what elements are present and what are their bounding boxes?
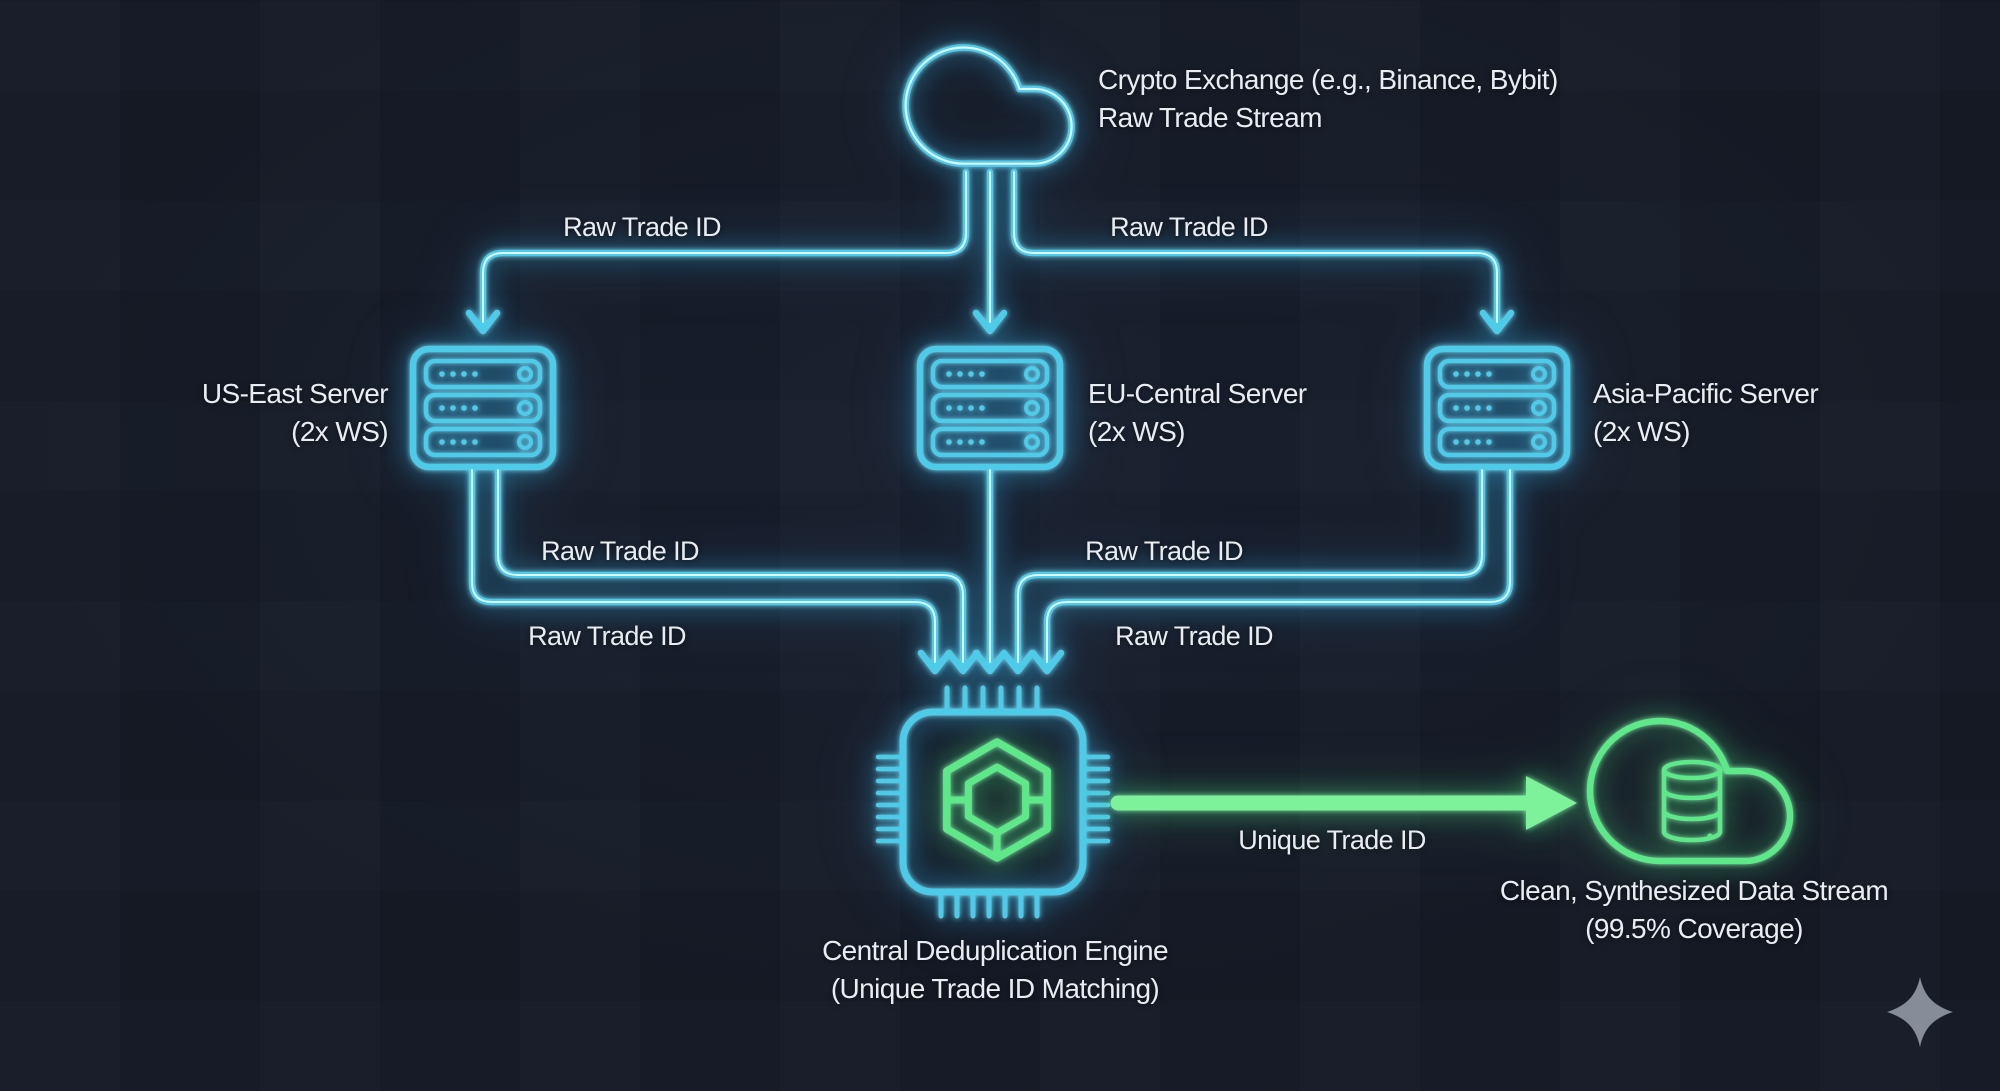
server-label-asia-pacific: Asia-Pacific Server (2x WS) [1593, 375, 1819, 451]
arrowhead-icon [465, 309, 501, 335]
server-name: EU-Central Server [1088, 378, 1307, 409]
edge-label-cloud-to-us: Raw Trade ID [563, 212, 721, 242]
output-label-line2: (99.5% Coverage) [1585, 913, 1803, 944]
output-cloud-icon [1586, 717, 1794, 865]
edge-label-asia-to-engine-upper: Raw Trade ID [1085, 536, 1243, 566]
source-cloud-icon [902, 44, 1075, 168]
edge-label-us-to-engine-upper: Raw Trade ID [541, 536, 699, 566]
arrowhead-icon [972, 309, 1008, 335]
server-capacity: (2x WS) [291, 416, 389, 447]
arrowhead-icon [917, 649, 953, 675]
server-icon-asia-pacific [1427, 349, 1567, 467]
server-name: US-East Server [201, 378, 389, 409]
edge-label-cloud-to-asia: Raw Trade ID [1110, 212, 1268, 242]
arrow-engine-to-output [1110, 776, 1577, 830]
arrowhead-icon [1029, 649, 1065, 675]
source-label-line2: Raw Trade Stream [1098, 102, 1322, 133]
arrowhead-icon [972, 649, 1008, 675]
arrow-cloud-to-us-east [465, 168, 970, 335]
engine-label-line1: Central Deduplication Engine [822, 935, 1168, 966]
edge-label-asia-to-engine-lower: Raw Trade ID [1115, 621, 1273, 651]
server-name: Asia-Pacific Server [1593, 378, 1819, 409]
output-label-line1: Clean, Synthesized Data Stream [1499, 875, 1889, 906]
edge-label-us-to-engine-lower: Raw Trade ID [528, 621, 686, 651]
engine-label-line2: (Unique Trade ID Matching) [830, 973, 1160, 1004]
green-elements [943, 717, 1794, 865]
arrowhead-icon [1479, 309, 1515, 335]
arrowhead-icon [945, 649, 981, 675]
server-icon-eu-central [920, 349, 1060, 467]
source-label-line1: Crypto Exchange (e.g., Binance, Bybit) [1098, 64, 1558, 95]
cpu-chip-icon [875, 685, 1111, 919]
server-icon-us-east [413, 349, 553, 467]
database-icon [1661, 759, 1723, 843]
arrow-cloud-to-asia-pacific [1010, 168, 1515, 335]
arrowhead-icon [1000, 649, 1036, 675]
output-label: Clean, Synthesized Data Stream (99.5% Co… [1499, 872, 1889, 948]
server-capacity: (2x WS) [1593, 416, 1691, 447]
cyan-core-highlights [471, 46, 1511, 663]
hex-cube-icon [943, 738, 1051, 862]
arrowhead-icon [1526, 776, 1577, 830]
edge-label-engine-to-output: Unique Trade ID [1238, 825, 1426, 855]
engine-label: Central Deduplication Engine (Unique Tra… [822, 932, 1168, 1008]
server-label-us-east: US-East Server (2x WS) [148, 375, 389, 451]
sparkle-icon [1887, 977, 1953, 1047]
server-label-eu-central: EU-Central Server (2x WS) [1088, 375, 1307, 451]
server-capacity: (2x WS) [1088, 416, 1186, 447]
source-label: Crypto Exchange (e.g., Binance, Bybit) R… [1098, 61, 1558, 137]
